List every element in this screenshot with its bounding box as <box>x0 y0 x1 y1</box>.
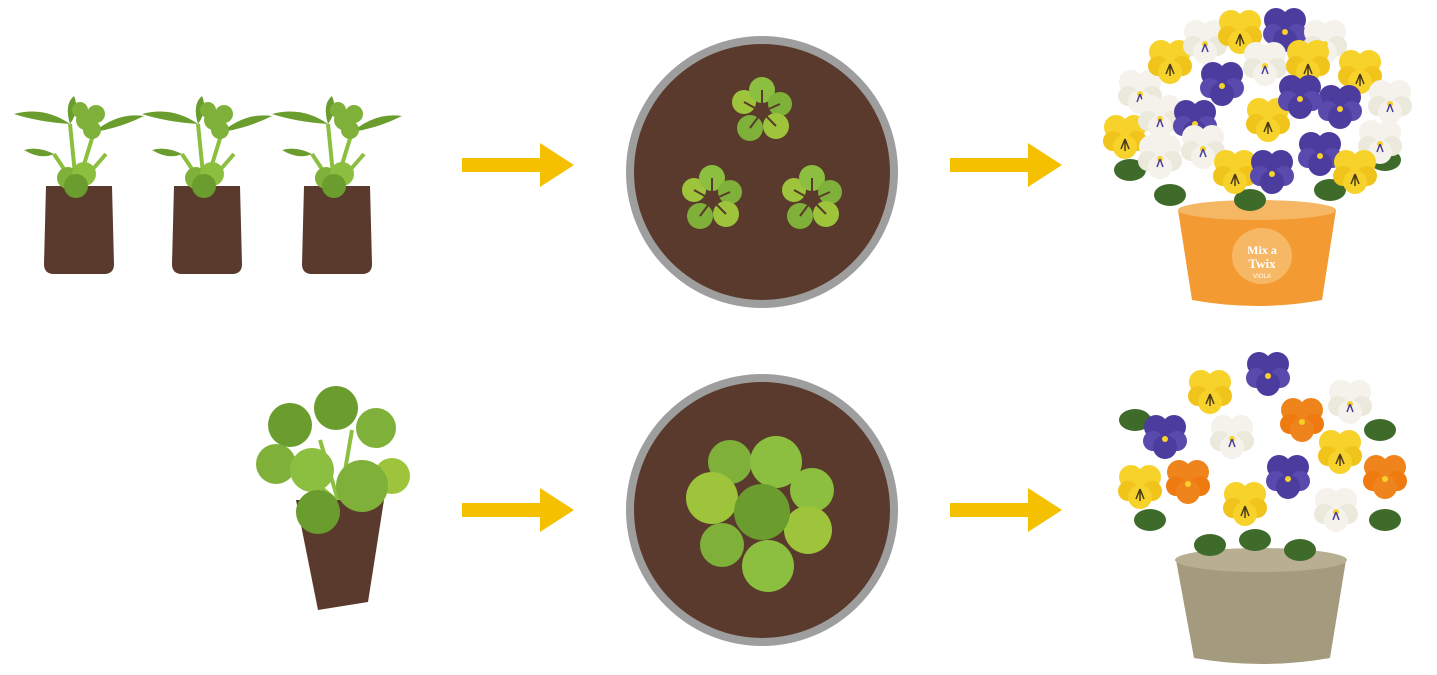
row2-stage1-young-plant <box>256 386 410 610</box>
seedling-3 <box>272 96 402 274</box>
row1-stage3-flowering-pot: Mix a Twix VIOLA <box>1103 8 1412 306</box>
pot-label-line3: VIOLA <box>1253 274 1271 280</box>
arrow-row2-a <box>462 488 574 532</box>
row2-stage2-pot-topview <box>626 374 898 646</box>
arrow-row2-b <box>950 488 1062 532</box>
row1-stage2-pot-topview <box>626 36 898 308</box>
pot-label-line2: Twix <box>1248 256 1276 271</box>
arrow-row1-a <box>462 143 574 187</box>
seedling-2 <box>142 96 272 274</box>
seedling-1 <box>14 96 144 274</box>
pot-label-line1: Mix a <box>1247 243 1277 257</box>
row1-stage1-seedlings <box>14 96 402 274</box>
arrow-row1-b <box>950 143 1062 187</box>
row2-stage3-flowering-pot <box>1118 352 1407 664</box>
